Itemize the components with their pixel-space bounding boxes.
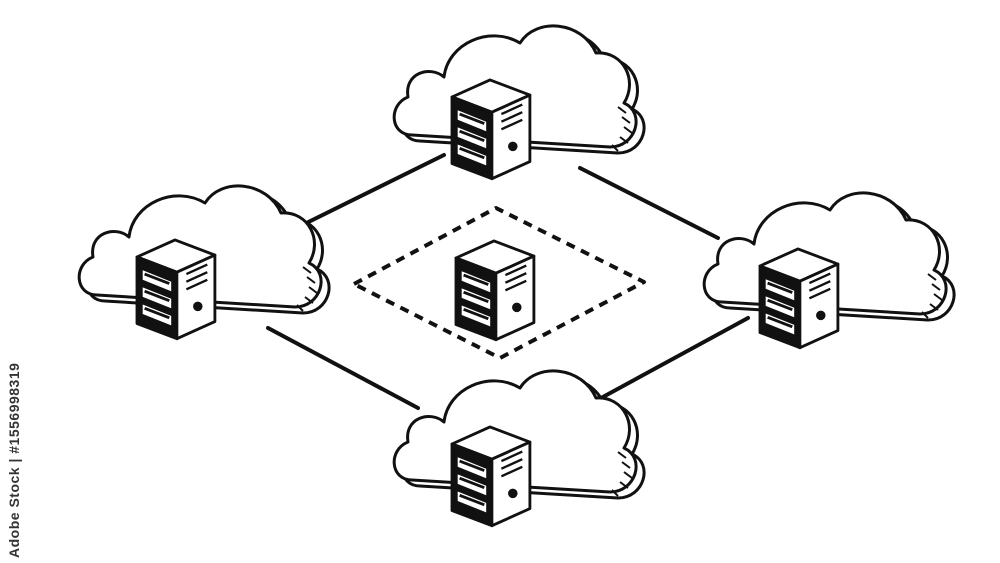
dashed-boundary <box>352 206 646 360</box>
cloud-server-icon <box>702 191 956 350</box>
server-icon <box>454 239 536 342</box>
watermark-id-text: Adobe Stock | #1556998319 <box>6 362 22 558</box>
cloud-server-icon <box>392 24 646 181</box>
cloud-server-icon <box>77 184 331 341</box>
edge-bottom-left <box>266 326 420 410</box>
edge-top-right <box>578 166 720 240</box>
